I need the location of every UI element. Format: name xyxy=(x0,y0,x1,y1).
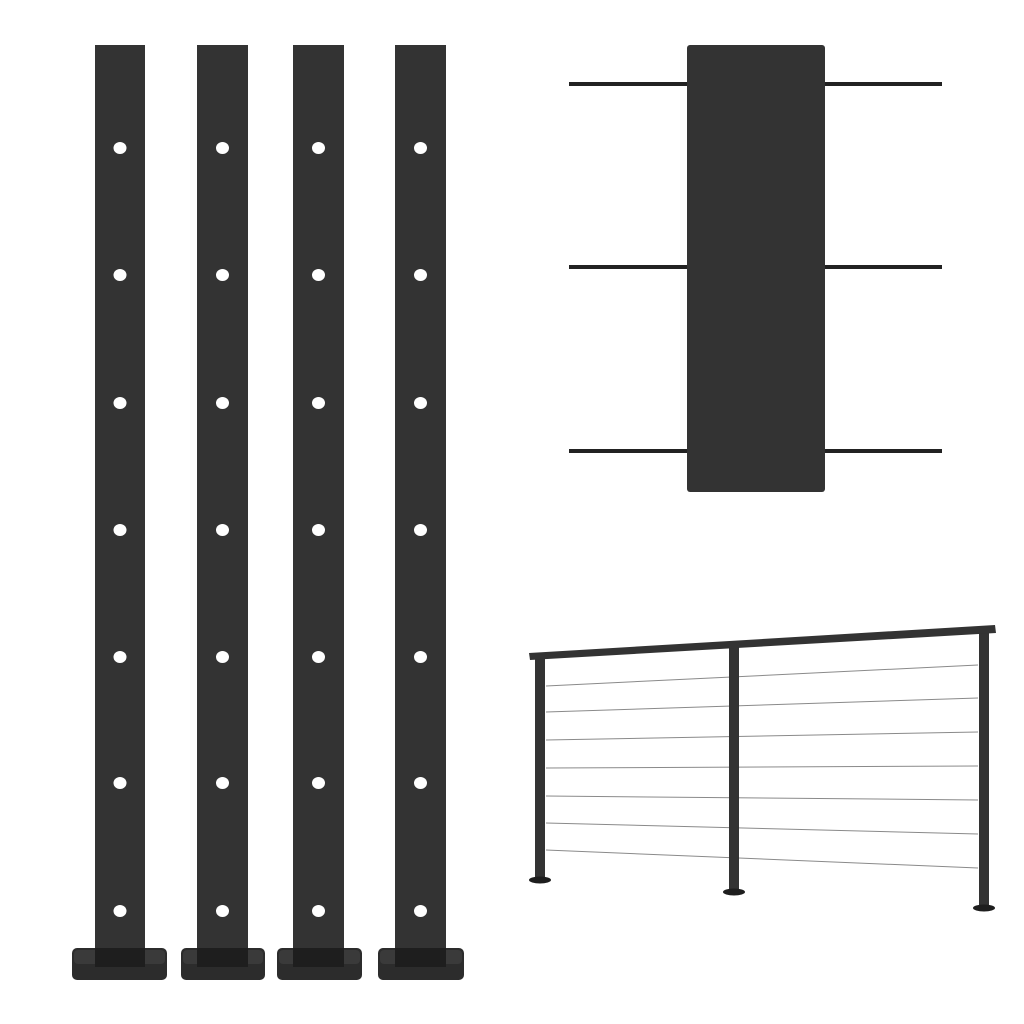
cable-hole xyxy=(216,269,229,281)
cable-hole xyxy=(216,777,229,789)
railing-post-base xyxy=(723,888,745,896)
cable-hole xyxy=(312,524,325,536)
cable xyxy=(545,849,979,869)
cable xyxy=(545,697,979,713)
cable-hole xyxy=(113,777,127,789)
post-foot xyxy=(395,948,446,967)
post-panel xyxy=(687,45,825,492)
cable-hole xyxy=(414,397,427,409)
cable-hole xyxy=(312,777,325,789)
cable-hole xyxy=(113,905,127,917)
post xyxy=(72,45,167,980)
cable xyxy=(545,765,979,769)
post-body xyxy=(95,45,145,967)
top-rail xyxy=(529,625,996,660)
cable-hole xyxy=(414,651,427,663)
cable-hole xyxy=(414,524,427,536)
cable-hole xyxy=(414,905,427,917)
cable-hole xyxy=(414,142,427,154)
cable-hole xyxy=(312,651,325,663)
railing-post-base xyxy=(973,904,995,912)
cable xyxy=(545,822,979,835)
railing-post xyxy=(979,630,989,908)
cable xyxy=(545,664,979,687)
cable-hole xyxy=(312,397,325,409)
post-foot xyxy=(95,948,145,967)
cable-hole xyxy=(216,651,229,663)
cable-hole xyxy=(113,397,127,409)
cable-hole xyxy=(216,397,229,409)
cable-hole xyxy=(312,142,325,154)
cable xyxy=(545,731,979,741)
post xyxy=(378,45,464,980)
post-foot xyxy=(293,948,344,967)
post-group xyxy=(72,45,464,980)
post xyxy=(277,45,362,980)
post-body xyxy=(197,45,248,967)
cable-hole xyxy=(113,651,127,663)
post-detail-view xyxy=(569,45,942,492)
railing-post xyxy=(729,645,739,892)
cable-hole xyxy=(113,269,127,281)
cable-hole xyxy=(113,524,127,536)
cable-hole xyxy=(216,524,229,536)
post xyxy=(181,45,265,980)
cable xyxy=(545,795,979,801)
cable-hole xyxy=(113,142,127,154)
cable-hole xyxy=(414,777,427,789)
cable-hole xyxy=(312,905,325,917)
post-foot xyxy=(197,948,248,967)
railing-post-base xyxy=(529,876,551,884)
cable-hole xyxy=(216,905,229,917)
assembled-railing-view xyxy=(529,625,996,912)
cable-hole xyxy=(312,269,325,281)
cable-hole xyxy=(414,269,427,281)
railing-post xyxy=(535,655,545,880)
post-body xyxy=(293,45,344,967)
post-body xyxy=(395,45,446,967)
cable-hole xyxy=(216,142,229,154)
